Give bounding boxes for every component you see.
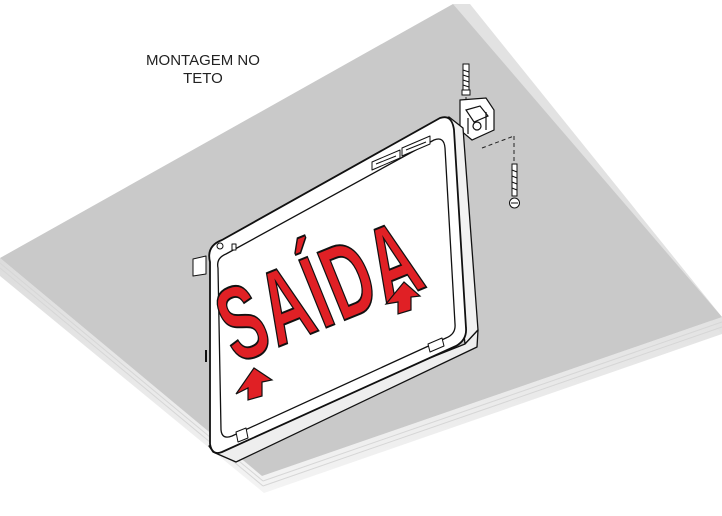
mount-caption: MONTAGEM NO TETO	[118, 52, 288, 88]
side-screw	[509, 163, 520, 209]
vent-slots	[371, 135, 431, 171]
sign-panel	[217, 138, 456, 438]
led-indicator	[231, 243, 237, 251]
test-button	[216, 242, 224, 250]
left-arrow-icon	[235, 367, 274, 401]
exit-sign	[192, 116, 479, 463]
caption-line-1: MONTAGEM NO	[146, 52, 260, 69]
mounting-bracket	[459, 97, 495, 141]
caption-line-2: TETO	[183, 70, 223, 87]
right-arrow-icon	[384, 281, 422, 315]
top-screw	[461, 63, 471, 96]
ceiling-side-face	[0, 258, 722, 493]
